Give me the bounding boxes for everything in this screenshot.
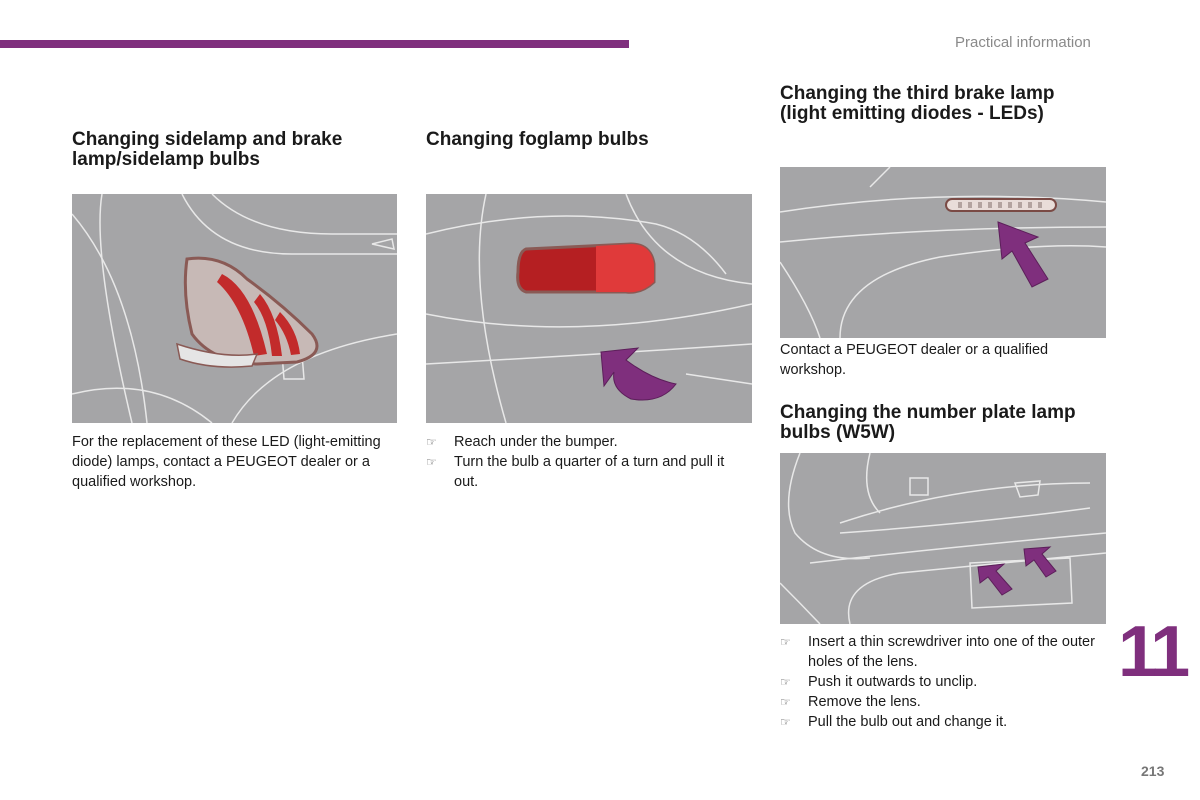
- section-label: Practical information: [955, 34, 1091, 51]
- arrow-icon: [977, 546, 1057, 596]
- sidelamp-text: For the replacement of these LED (light-…: [72, 434, 381, 490]
- heading-sidelamp: Changing sidelamp and brake lamp/sidelam…: [72, 129, 343, 170]
- list-item: ☞Turn the bulb a quarter of a turn and p…: [426, 454, 725, 490]
- foglamp-steps: ☞Reach under the bumper. ☞Turn the bulb …: [426, 432, 746, 492]
- pointing-hand-icon: ☞: [426, 435, 437, 449]
- list-item: ☞Pull the bulb out and change it.: [780, 714, 1008, 730]
- heading-third-brake-lamp: Changing the third brake lamp (light emi…: [780, 83, 1055, 124]
- foglamp-shape: [516, 242, 656, 294]
- third-brake-text: Contact a PEUGEOT dealer or a qualified …: [780, 342, 1049, 378]
- arrow-icon: [997, 221, 1049, 288]
- chapter-number: 11: [1118, 612, 1190, 692]
- number-plate-steps: ☞Insert a thin screwdriver into one of t…: [780, 632, 1100, 732]
- list-item: ☞Push it outwards to unclip.: [780, 674, 978, 690]
- illustration-foglamp: [426, 194, 752, 423]
- illustration-rear-lamp: [72, 194, 397, 423]
- led-strip: [945, 198, 1057, 212]
- list-item: ☞Insert a thin screwdriver into one of t…: [780, 634, 1095, 670]
- list-item: ☞Remove the lens.: [780, 694, 921, 710]
- rear-lamp-shape: [176, 256, 319, 368]
- pointing-hand-icon: ☞: [780, 675, 791, 689]
- arrow-icon: [600, 347, 677, 401]
- pointing-hand-icon: ☞: [780, 635, 791, 649]
- pointing-hand-icon: ☞: [426, 455, 437, 469]
- heading-foglamp: Changing foglamp bulbs: [426, 129, 649, 150]
- list-item: ☞Reach under the bumper.: [426, 434, 618, 450]
- pointing-hand-icon: ☞: [780, 695, 791, 709]
- header-accent-bar: [0, 40, 629, 48]
- page-number: 213: [1141, 763, 1165, 779]
- pointing-hand-icon: ☞: [780, 715, 791, 729]
- illustration-number-plate-lamp: [780, 453, 1106, 624]
- heading-number-plate-lamp: Changing the number plate lamp bulbs (W5…: [780, 402, 1076, 443]
- illustration-third-brake-lamp: [780, 167, 1106, 338]
